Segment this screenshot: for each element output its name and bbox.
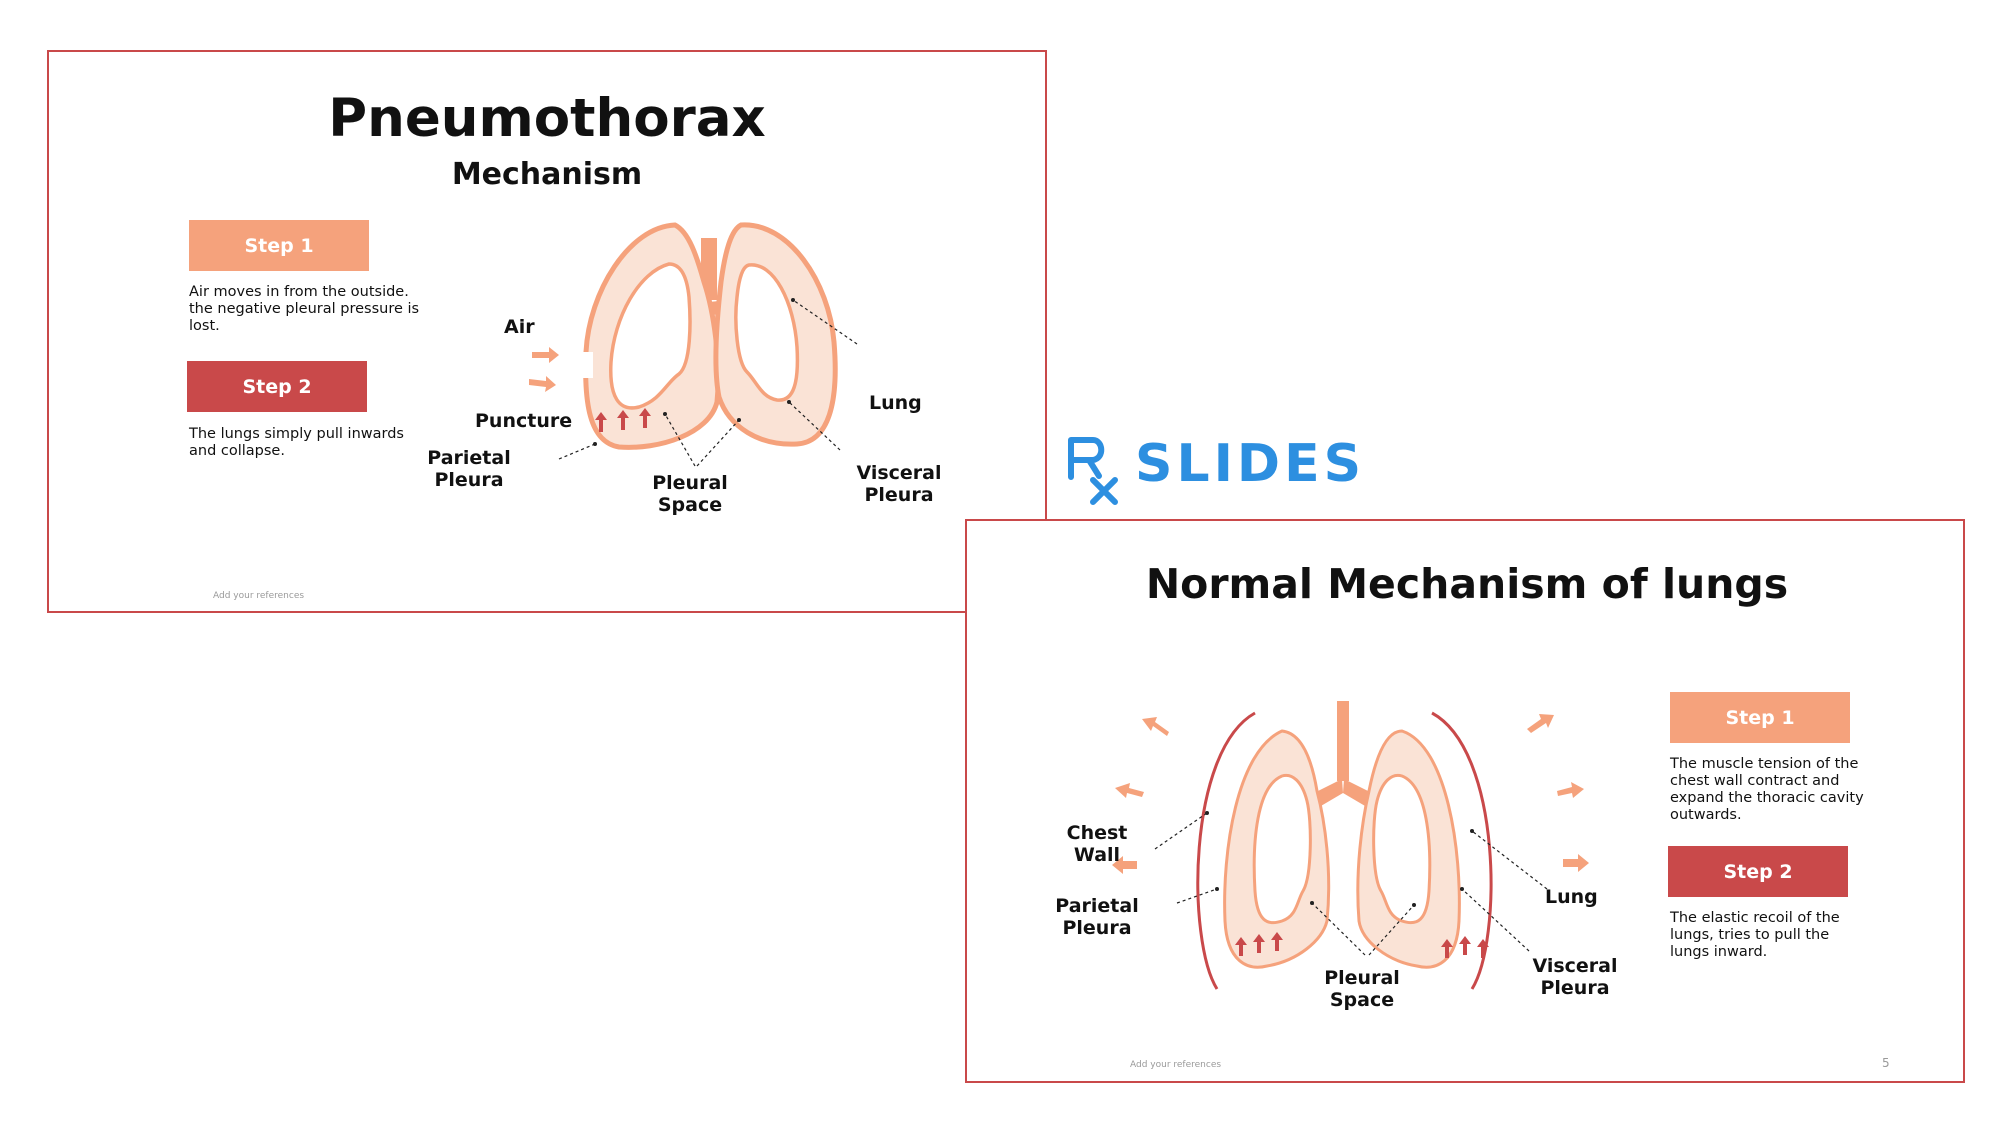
rx-logo-icon [1068,437,1118,505]
rx-slides-logo: SLIDES [1065,432,1385,507]
outward-arrow-5 [1557,782,1584,798]
label-parietal-pleura-b: Parietal Pleura [1055,895,1139,939]
slide-b-references: Add your references [1130,1060,1222,1070]
logo-text: SLIDES [1135,434,1366,494]
slide-b-title: Normal Mechanism of lungs [1145,560,1789,608]
label-puncture: Puncture [475,410,573,432]
left-lung-inner [1252,773,1312,925]
label-lung: Lung [869,392,922,414]
slide-a-step2-badge: Step 2 [187,361,367,412]
slide-a-subtitle: Mechanism [451,157,643,192]
outward-arrow-2 [1115,783,1144,798]
slide-a-title: Pneumothorax [328,88,766,149]
outward-arrow-4 [1527,714,1554,733]
slide-b-step1-text: The muscle tension of the chest wall con… [1670,756,1864,823]
label-parietal-pleura: Parietal Pleura [427,447,511,491]
slide-b-step2-label: Step 2 [1723,860,1793,883]
outward-arrow-1 [1142,717,1169,736]
slide-b-step2-text: The elastic recoil of the lungs, tries t… [1670,910,1840,960]
slide-pneumothorax: Pneumothorax Mechanism Step 1 Air moves … [47,50,1047,613]
label-visceral-pleura: Visceral Pleura [856,462,942,506]
normal-lungs-diagram [1112,701,1589,990]
left-lung-inner [609,262,692,410]
right-lung-inner [1372,773,1432,925]
chest-wall-left [1196,711,1256,990]
label-pleural-space-b: Pleural Space [1324,967,1400,1011]
outward-arrow-3 [1112,856,1137,874]
slide-a-step1-text: Air moves in from the outside. the negat… [189,284,420,334]
outward-arrow-6 [1563,854,1589,872]
air-arrow-1 [532,347,559,363]
slide-a-step1-label: Step 1 [244,234,314,257]
chest-wall-right [1431,711,1493,990]
slide-a-references: Add your references [213,591,305,601]
slide-a-step2-text: The lungs simply pull inwards and collap… [189,426,404,459]
air-arrow-2 [529,376,556,392]
label-lung-b: Lung [1545,886,1598,908]
slide-b-page-number: 5 [1882,1056,1890,1070]
slide-b-step1-badge: Step 1 [1670,692,1850,743]
label-visceral-pleura-b: Visceral Pleura [1532,955,1618,999]
slide-b-step1-label: Step 1 [1725,706,1795,729]
slide-a-step2-label: Step 2 [242,375,312,398]
slide-a-step1-badge: Step 1 [189,220,369,271]
label-pleural-space: Pleural Space [652,472,728,516]
slide-normal-mechanism: Normal Mechanism of lungs Step 1 The mus… [965,519,1965,1083]
label-air: Air [504,316,535,338]
right-lung-inner [734,263,800,402]
label-chest-wall: Chest Wall [1066,822,1128,866]
slide-b-step2-badge: Step 2 [1668,846,1848,897]
collapsed-lungs-diagram [529,222,858,467]
